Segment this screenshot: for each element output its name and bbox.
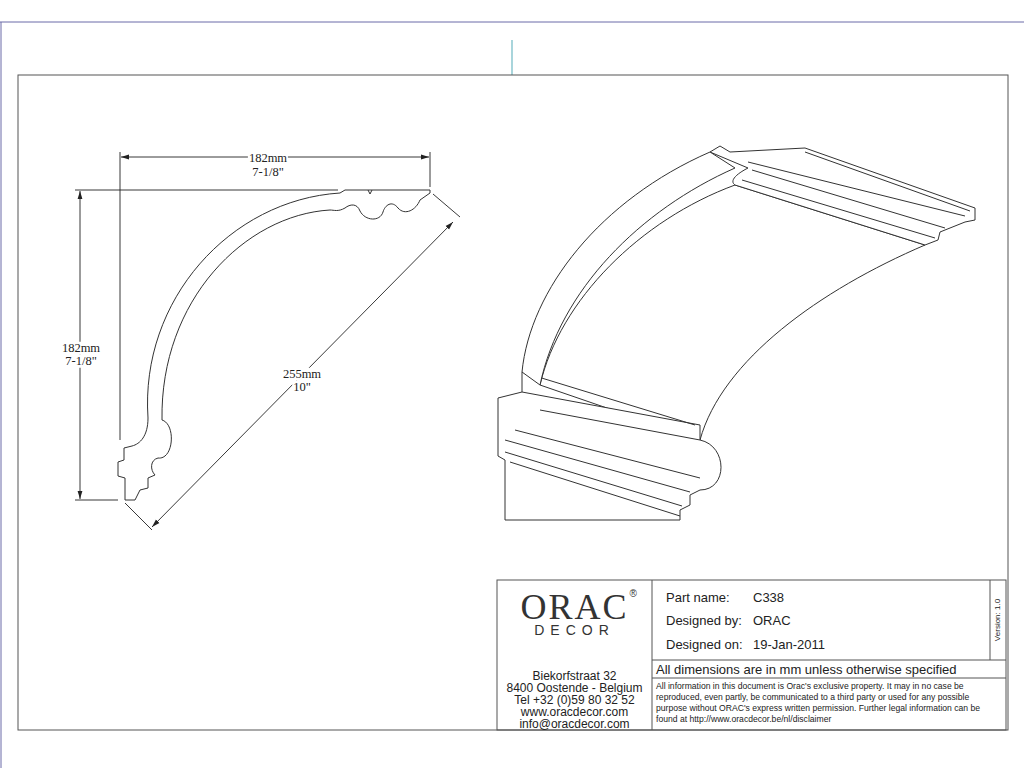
title-block-divider xyxy=(990,580,991,660)
dimension-line xyxy=(152,222,453,527)
dimension-value: 182mm xyxy=(248,152,288,165)
version-text: Version: 1.0 xyxy=(993,599,1003,641)
field-value: 19-Jan-2011 xyxy=(753,637,825,653)
field-value: C338 xyxy=(753,590,784,606)
title-block-divider xyxy=(652,678,1006,679)
cornice-3d-view xyxy=(498,146,975,520)
drawing-border xyxy=(18,75,1008,730)
phone-line: Tel +32 (0)59 80 32 52 xyxy=(514,693,634,707)
legal-note: All information in this document is Orac… xyxy=(656,681,1002,725)
profile-notch xyxy=(368,190,372,194)
top-moulding-lines xyxy=(742,152,970,238)
dimension-value: 182mm xyxy=(61,342,101,355)
end-cap xyxy=(522,152,735,385)
address-line: Biekorfstraat 32 xyxy=(532,669,616,683)
design-date-cell: Designed on: 19-Jan-2011 xyxy=(652,631,990,659)
address-line: 8400 Oostende - Belgium xyxy=(506,681,642,695)
extension-line xyxy=(120,152,121,440)
logo-address-cell: ORAC®DECORBiekorfstraat 328400 Oostende … xyxy=(497,580,652,730)
designer-cell: Designed by: ORAC xyxy=(652,607,990,631)
title-block-grid xyxy=(497,580,1006,730)
brand-subtitle: DECOR xyxy=(534,622,615,639)
bottom-moulding-lines xyxy=(505,372,700,516)
legal-note-cell: All information in this document is Orac… xyxy=(652,678,1006,730)
field-label: Designed by: xyxy=(666,613,742,629)
bottom-moulding xyxy=(498,392,721,520)
center-mark xyxy=(511,40,512,75)
dimension-value: 7-1/8" xyxy=(251,166,285,179)
dimension-value: 10" xyxy=(292,381,312,394)
extension-line xyxy=(433,194,460,217)
dimension-value: 7-1/8" xyxy=(64,355,98,368)
part-name-cell: Part name: C338 xyxy=(652,584,990,606)
email-line: info@oracdecor.com xyxy=(519,717,629,731)
dimension-lines xyxy=(75,152,460,530)
extension-line xyxy=(75,190,338,191)
field-value: ORAC xyxy=(753,613,791,629)
units-note: All dimensions are in mm unless otherwis… xyxy=(656,662,957,678)
title-block-divider xyxy=(652,660,1006,661)
title-block-frame xyxy=(497,580,1006,730)
field-label: Designed on: xyxy=(666,637,743,653)
registered-mark: ® xyxy=(630,588,637,600)
title-block-divider xyxy=(652,580,653,730)
top-moulding xyxy=(710,146,975,245)
dimension-value: 255mm xyxy=(282,368,322,381)
cornice-profile xyxy=(118,190,430,500)
field-label: Part name: xyxy=(666,590,730,606)
sheet-edge xyxy=(0,22,1024,23)
sheet-edge xyxy=(1,22,2,768)
extension-line xyxy=(125,503,152,530)
extension-line xyxy=(430,152,431,187)
extension-line xyxy=(75,500,118,501)
version-cell: Version: 1.0 xyxy=(990,580,1006,660)
website-line: www.oracdecor.com xyxy=(521,705,628,719)
units-note-cell: All dimensions are in mm unless otherwis… xyxy=(652,660,1006,678)
